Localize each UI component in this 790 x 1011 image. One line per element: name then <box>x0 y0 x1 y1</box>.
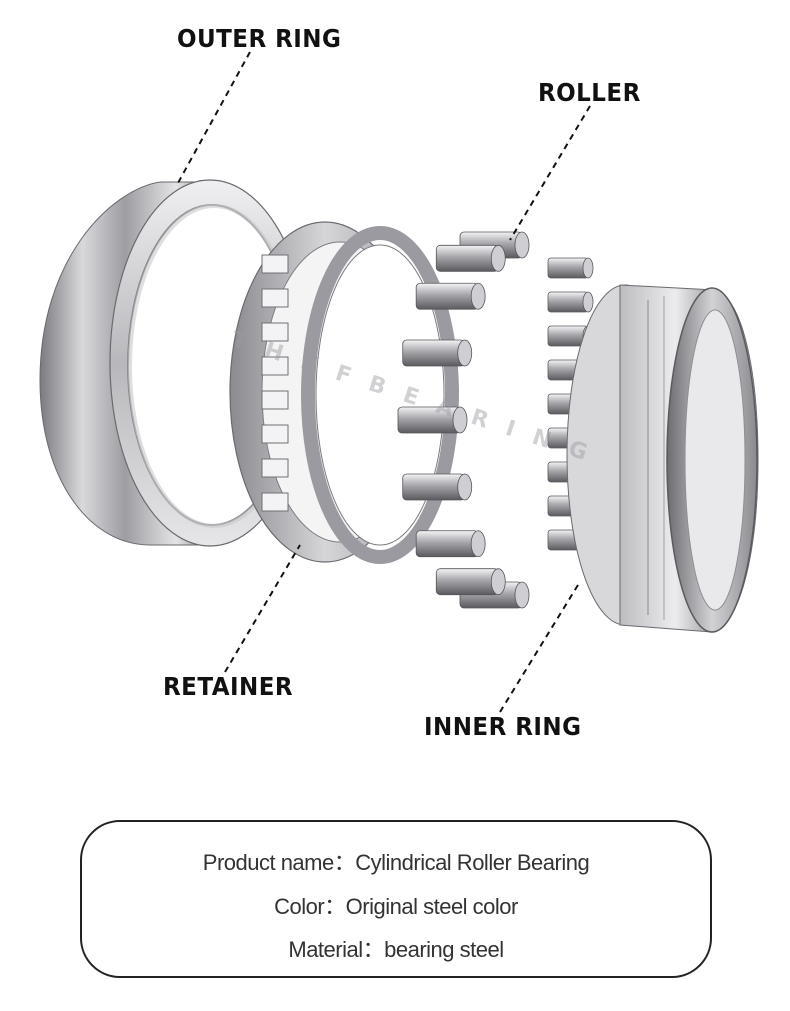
roller <box>547 257 594 279</box>
retainer-part <box>229 221 459 564</box>
roller <box>415 530 486 558</box>
outer-ring-leader <box>177 51 251 184</box>
roller <box>402 339 473 367</box>
color-text: Color：Original steel color <box>274 894 518 919</box>
roller <box>435 568 506 596</box>
rollers-part <box>397 231 594 609</box>
material-text: Material：bearing steel <box>288 937 504 962</box>
cage-window <box>261 424 289 444</box>
cage-window <box>261 322 289 342</box>
retainer-label: RETAINER <box>163 672 294 701</box>
roller <box>402 473 473 501</box>
leader-lines <box>177 51 591 713</box>
cage-window <box>261 458 289 478</box>
roller <box>415 282 486 310</box>
retainer-leader <box>224 544 301 673</box>
roller-leader <box>509 105 591 241</box>
bearing-exploded-diagram: T H K F B E A R I N G <box>39 51 759 713</box>
roller-label: ROLLER <box>538 78 641 107</box>
product-info-box: Product name：Cylindrical Roller Bearing … <box>80 820 712 978</box>
roller <box>547 291 594 313</box>
roller <box>435 244 506 272</box>
inner-ring-part <box>566 284 759 633</box>
outer-ring-label: OUTER RING <box>177 24 342 53</box>
product-name-text: Product name：Cylindrical Roller Bearing <box>202 850 590 875</box>
cage-window <box>261 390 289 410</box>
cage-window <box>261 288 289 308</box>
cage-window <box>261 492 289 512</box>
cage-window <box>261 254 289 274</box>
cage-window <box>261 356 289 376</box>
roller <box>397 406 468 434</box>
inner-ring-leader <box>499 584 579 713</box>
inner-ring-label: INNER RING <box>424 712 582 741</box>
